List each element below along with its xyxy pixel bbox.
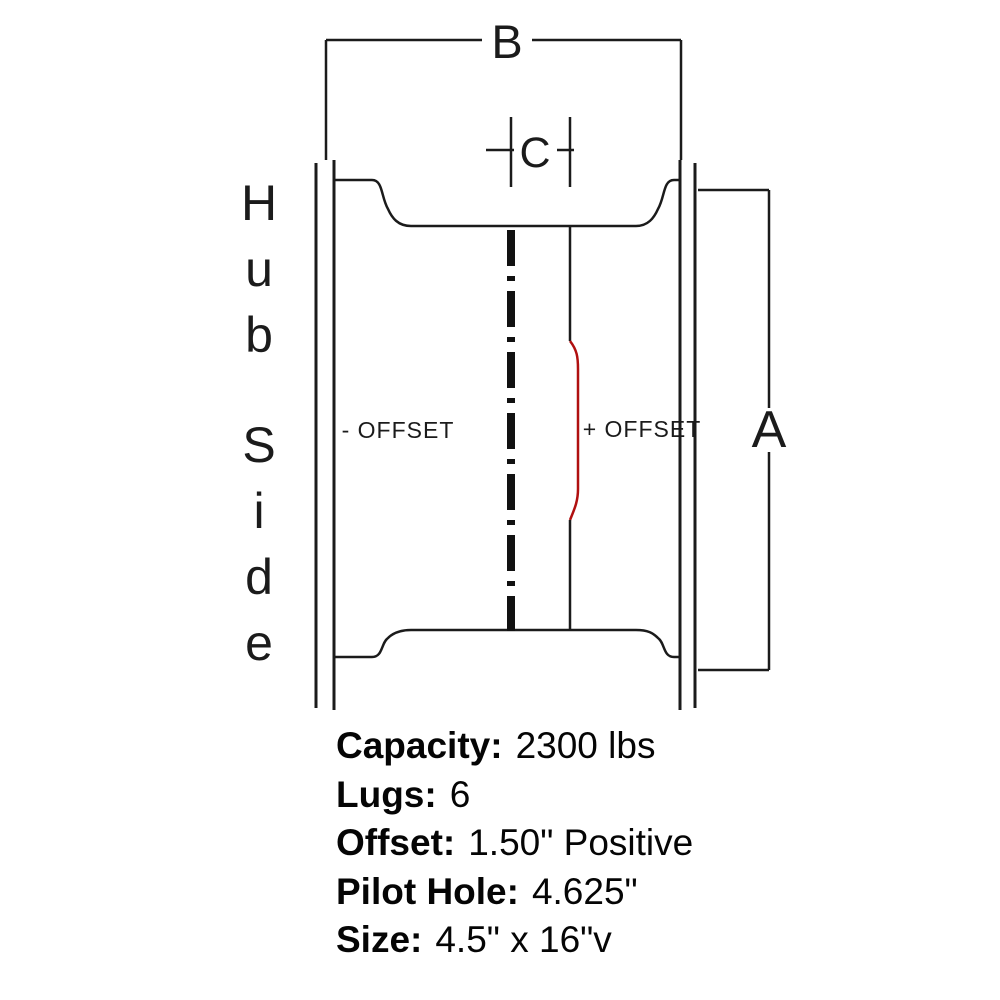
dimension-b xyxy=(324,38,683,160)
mounting-face-offset-red-line xyxy=(568,340,580,521)
negative-offset-label: - OFFSET xyxy=(342,417,455,443)
specs-block: Capacity: 2300 lbs Lugs: 6 Offset: 1.50" Po… xyxy=(336,722,693,965)
spec-size-row: Size: 4.5" x 16"v xyxy=(336,916,693,965)
dimension-c-label: C xyxy=(519,129,550,177)
rim-well-top-profile xyxy=(334,178,680,228)
spec-pilot-hole-row: Pilot Hole: 4.625" xyxy=(336,868,693,917)
rim-flanges xyxy=(314,160,697,710)
dimension-a-label: A xyxy=(752,401,787,459)
spec-size-label: Size: xyxy=(336,919,423,960)
spec-lugs-row: Lugs: 6 xyxy=(336,771,693,820)
spec-capacity-row: Capacity: 2300 lbs xyxy=(336,722,693,771)
spec-pilot-hole-label: Pilot Hole: xyxy=(336,870,519,912)
rim-well-bottom-profile xyxy=(334,628,680,659)
dimension-c xyxy=(486,117,574,187)
positive-offset-label: + OFFSET xyxy=(583,416,702,442)
spec-lugs-label: Lugs: xyxy=(336,773,437,815)
spec-pilot-hole-value: 4.625" xyxy=(531,870,638,912)
spec-offset-value: 1.50" Positive xyxy=(468,822,694,863)
spec-capacity-value: 2300 lbs xyxy=(515,725,656,766)
spec-size-value: 4.5" x 16"v xyxy=(435,919,612,960)
dimension-a xyxy=(698,188,771,672)
rim-barrel-profile xyxy=(334,178,680,659)
dimension-b-label: B xyxy=(491,15,522,68)
spec-lugs-value: 6 xyxy=(449,773,471,815)
spec-capacity-label: Capacity: xyxy=(336,725,503,766)
mounting-face xyxy=(568,226,580,630)
spec-offset-row: Offset: 1.50" Positive xyxy=(336,819,693,868)
spec-offset-label: Offset: xyxy=(336,822,456,863)
